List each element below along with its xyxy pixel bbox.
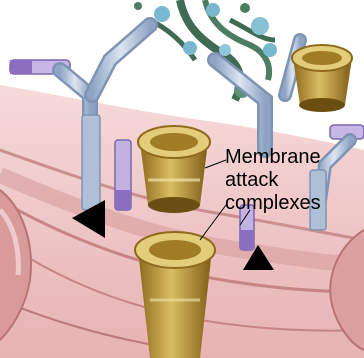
pore-top-right: [292, 45, 352, 112]
pore-center: [138, 126, 210, 213]
membrane-attack-complexes-label: Membrane attack complexes: [225, 146, 360, 215]
